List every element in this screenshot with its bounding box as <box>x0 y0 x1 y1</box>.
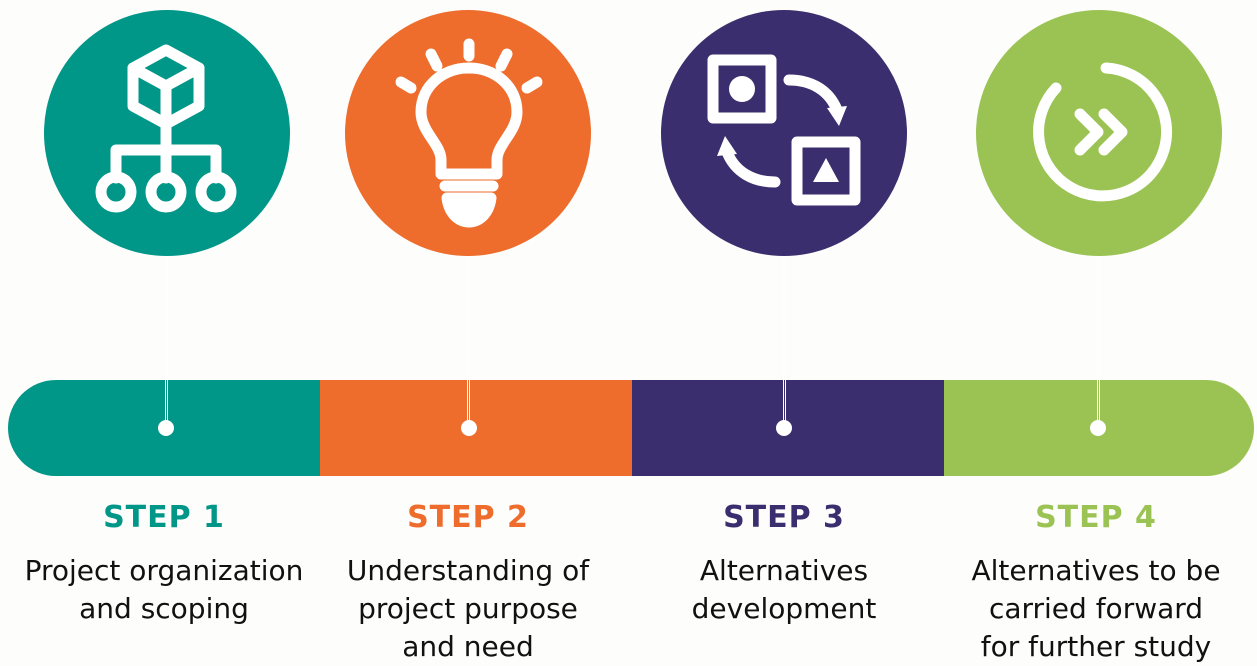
step-3-title: STEP 3 <box>723 500 845 535</box>
step-2-description: Understanding of project purpose and nee… <box>312 552 624 666</box>
step-3-description: Alternatives development <box>628 552 940 628</box>
step-3-circle <box>661 10 907 256</box>
step-3-line-1: Alternatives <box>699 554 869 587</box>
step-1-title: STEP 1 <box>103 500 225 535</box>
step-2-line-1: Understanding of <box>346 554 590 587</box>
connector-line-2 <box>466 250 471 430</box>
timeline-dot-2 <box>461 420 477 436</box>
lightbulb-icon <box>395 38 543 228</box>
step-4-line-2: carried forward <box>988 592 1204 625</box>
timeline-dot-1 <box>158 420 174 436</box>
hierarchy-cube-icon <box>95 44 237 213</box>
step-2-line-2: project purpose <box>358 592 578 625</box>
step-4-circle <box>976 10 1222 256</box>
step-3-line-2: development <box>691 592 877 625</box>
step-4-line-3: for further study <box>980 630 1212 663</box>
step-1-description: Project organization and scoping <box>8 552 320 628</box>
step-2-circle <box>345 10 591 256</box>
step-2-line-3: and need <box>402 630 534 663</box>
step-2-title: STEP 2 <box>407 500 529 535</box>
step-4-line-1: Alternatives to be <box>971 554 1221 587</box>
fast-forward-circle-icon <box>1033 62 1172 202</box>
step-4-title: STEP 4 <box>1035 500 1157 535</box>
connector-line-4 <box>1096 250 1101 430</box>
step-1-line-2: and scoping <box>79 592 249 625</box>
timeline-dot-4 <box>1090 420 1106 436</box>
step-4-description: Alternatives to be carried forward for f… <box>940 552 1252 666</box>
connector-line-3 <box>782 250 787 430</box>
connector-line-1 <box>164 250 169 430</box>
step-1-line-1: Project organization <box>24 554 304 587</box>
swap-shapes-icon <box>707 54 861 206</box>
step-1-circle <box>44 10 290 256</box>
timeline-dot-3 <box>776 420 792 436</box>
